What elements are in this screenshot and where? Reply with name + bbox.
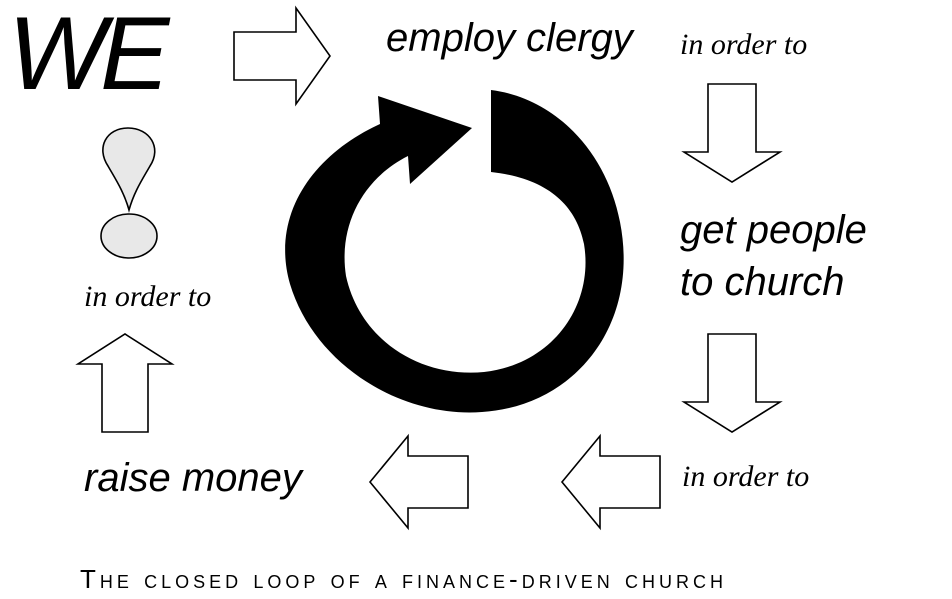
subject-label: WE — [8, 0, 170, 112]
diagram-caption: The closed loop of a finance-driven chur… — [80, 564, 727, 594]
step-employ-clergy: employ clergy — [386, 16, 633, 60]
arrow-left-icon — [560, 433, 661, 531]
arrow-down-icon — [681, 83, 783, 183]
arrow-up-icon — [75, 333, 175, 433]
arrow-down-icon — [681, 333, 783, 433]
connector-label: in order to — [680, 28, 808, 61]
arrow-right-icon — [233, 5, 331, 107]
step-get-people-line1: get people — [680, 208, 867, 252]
step-get-people: get people to church — [680, 204, 867, 308]
step-get-people-line2: to church — [680, 260, 845, 304]
step-raise-money: raise money — [84, 456, 302, 500]
cycle-arrow-icon — [285, 90, 624, 413]
connector-label: in order to — [84, 280, 212, 313]
arrow-left-icon — [368, 433, 469, 531]
exclamation-icon — [100, 127, 158, 259]
connector-label: in order to — [682, 460, 810, 493]
